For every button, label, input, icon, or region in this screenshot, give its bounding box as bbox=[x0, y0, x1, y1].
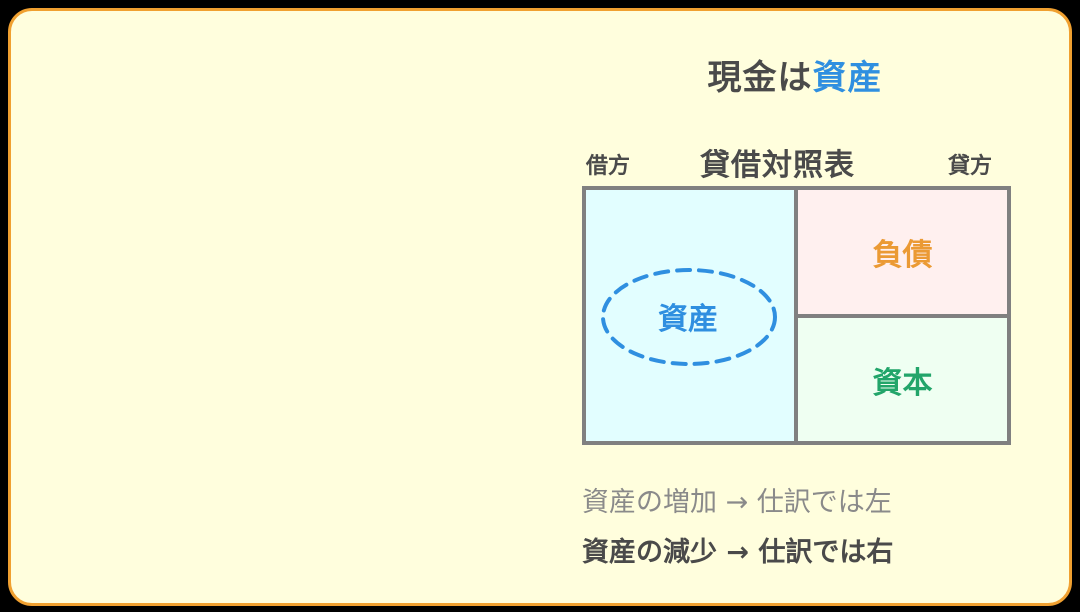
liabilities-cell: 負債 bbox=[798, 190, 1007, 314]
rule-increase: 資産の増加 → 仕訳では左 bbox=[582, 487, 892, 518]
balance-sheet: 資産 負債 資本 bbox=[582, 186, 1011, 445]
title-highlight: 資産 bbox=[812, 58, 883, 98]
assets-label: 資産 bbox=[658, 301, 718, 337]
equity-label: 資本 bbox=[872, 365, 933, 401]
highlight-ellipse-icon bbox=[601, 268, 777, 366]
equity-cell: 資本 bbox=[798, 318, 1007, 441]
liabilities-label: 負債 bbox=[872, 238, 933, 273]
debit-label: 借方 bbox=[586, 154, 631, 179]
title-prefix: 現金は bbox=[707, 58, 813, 98]
assets-cell: 資産 bbox=[586, 190, 794, 441]
page-title: 現金は資産 bbox=[600, 50, 990, 99]
balance-sheet-title: 貸借対照表 bbox=[700, 148, 855, 183]
credit-label: 貸方 bbox=[948, 154, 993, 179]
rule-decrease: 資産の減少 → 仕訳では右 bbox=[582, 537, 894, 568]
